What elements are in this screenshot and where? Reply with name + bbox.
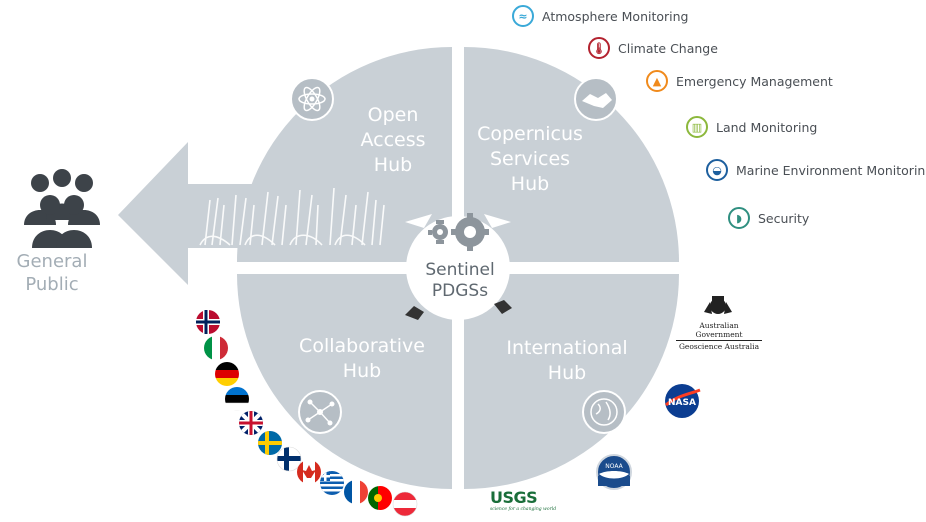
- flag-norway-icon: [196, 310, 220, 334]
- collaborative-line2: Hub: [343, 360, 381, 382]
- australia-gov-text: Australian Government: [676, 321, 762, 341]
- service-label: Atmosphere Monitoring: [542, 8, 689, 24]
- atmosphere-icon: ≈: [512, 5, 534, 27]
- noaa-text: NOAA: [605, 463, 623, 470]
- open-access-line2: Access: [360, 129, 425, 151]
- people-icon: [24, 169, 100, 248]
- service-label: Emergency Management: [676, 73, 833, 89]
- center-disk: [406, 216, 510, 320]
- center-arrows: [405, 214, 511, 228]
- quadrant-collaborative: [237, 274, 452, 489]
- service-marine: ◒ Marine Environment Monitoring: [706, 159, 926, 181]
- flag-uk-icon: [239, 411, 263, 435]
- international-line2: Hub: [548, 362, 586, 384]
- flag-finland-icon: [276, 446, 302, 472]
- service-atmosphere: ≈ Atmosphere Monitoring: [512, 5, 689, 27]
- flag-greece-icon: [320, 471, 344, 495]
- copernicus-line2: Services: [490, 148, 570, 170]
- general-public-line2: Public: [25, 274, 78, 295]
- general-public-line1: General: [17, 251, 88, 272]
- quadrant-international: [464, 274, 679, 489]
- service-label: Climate Change: [618, 40, 718, 56]
- globe-icon: [582, 390, 626, 434]
- flag-france-icon: [344, 480, 368, 504]
- copernicus-line3: Hub: [511, 173, 549, 195]
- flags-arc: [196, 310, 418, 517]
- mini-handshake-right-icon: [494, 300, 512, 314]
- copernicus-line1: Copernicus: [477, 123, 583, 145]
- australia-logo: Australian Government Geoscience Austral…: [676, 321, 762, 351]
- marine-icon: ◒: [706, 159, 728, 181]
- gears-icon: [428, 213, 489, 251]
- usgs-logo: USGS science for a changing world: [490, 488, 560, 512]
- service-label: Marine Environment Monitoring: [736, 162, 926, 178]
- center-line1: Sentinel: [425, 260, 494, 280]
- network-icon: [298, 390, 342, 434]
- center-line2: PDGSs: [432, 281, 488, 301]
- raised-hands-icon: [199, 187, 385, 246]
- flag-italy-icon: [204, 336, 228, 360]
- geoscience-text: Geoscience Australia: [678, 342, 760, 351]
- service-label: Security: [758, 210, 810, 226]
- quadrant-copernicus: [464, 47, 679, 262]
- open-access-line3: Hub: [374, 154, 412, 176]
- service-label: Land Monitoring: [716, 119, 818, 135]
- flag-germany-icon: [215, 362, 239, 386]
- usgs-text: USGS: [490, 488, 538, 507]
- usgs-tagline: science for a changing world: [490, 507, 557, 512]
- quadrant-open-access: [237, 47, 452, 262]
- flag-portugal-icon: [368, 486, 392, 510]
- australia-crest-icon: [704, 296, 732, 314]
- handshake-icon: [574, 77, 618, 121]
- noaa-logo: NOAA: [596, 454, 632, 490]
- flag-austria-icon: [392, 491, 418, 517]
- flag-estonia-icon: [225, 387, 249, 411]
- open-access-line1: Open: [368, 104, 419, 126]
- hub-circle: [237, 47, 679, 489]
- land-icon: ▥: [686, 116, 708, 138]
- flag-canada-icon: [297, 460, 321, 484]
- nasa-text: NASA: [668, 398, 696, 408]
- security-icon: ◗: [728, 207, 750, 229]
- collaborative-line1: Collaborative: [299, 335, 425, 357]
- climate-icon: 🌡: [588, 37, 610, 59]
- mini-handshake-left-icon: [405, 306, 424, 320]
- service-climate: 🌡 Climate Change: [588, 37, 718, 59]
- service-land: ▥ Land Monitoring: [686, 116, 817, 138]
- emergency-icon: ▲: [646, 70, 668, 92]
- flag-sweden-icon: [258, 431, 282, 455]
- atom-icon: [290, 77, 334, 121]
- nasa-logo: NASA: [664, 384, 701, 418]
- service-emergency: ▲ Emergency Management: [646, 70, 833, 92]
- international-line1: International: [506, 337, 627, 359]
- service-security: ◗ Security: [728, 207, 809, 229]
